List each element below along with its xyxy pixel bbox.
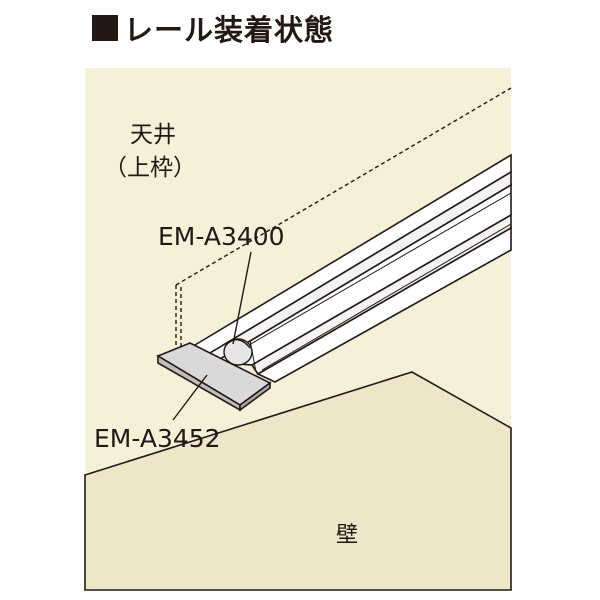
leader-line-end-cap [172, 374, 208, 421]
title-square-icon [92, 15, 118, 41]
ceiling-outline [175, 87, 512, 356]
page-title: レール装着状態 [124, 13, 335, 47]
wall-label: 壁 [336, 523, 358, 548]
end-cap-part-label: EM-A3452 [94, 424, 221, 453]
leader-line-rail [232, 251, 252, 345]
ceiling-label-line2: （上枠） [104, 155, 196, 181]
rail-part-label: EM-A3400 [158, 222, 285, 251]
wall-shape [84, 371, 512, 591]
ceiling-label-line1: 天井 [130, 122, 176, 148]
rail-body [188, 153, 512, 383]
end-cap [156, 342, 272, 412]
title-bar: レール装着状態 [92, 8, 334, 48]
runner-roller [223, 338, 257, 373]
